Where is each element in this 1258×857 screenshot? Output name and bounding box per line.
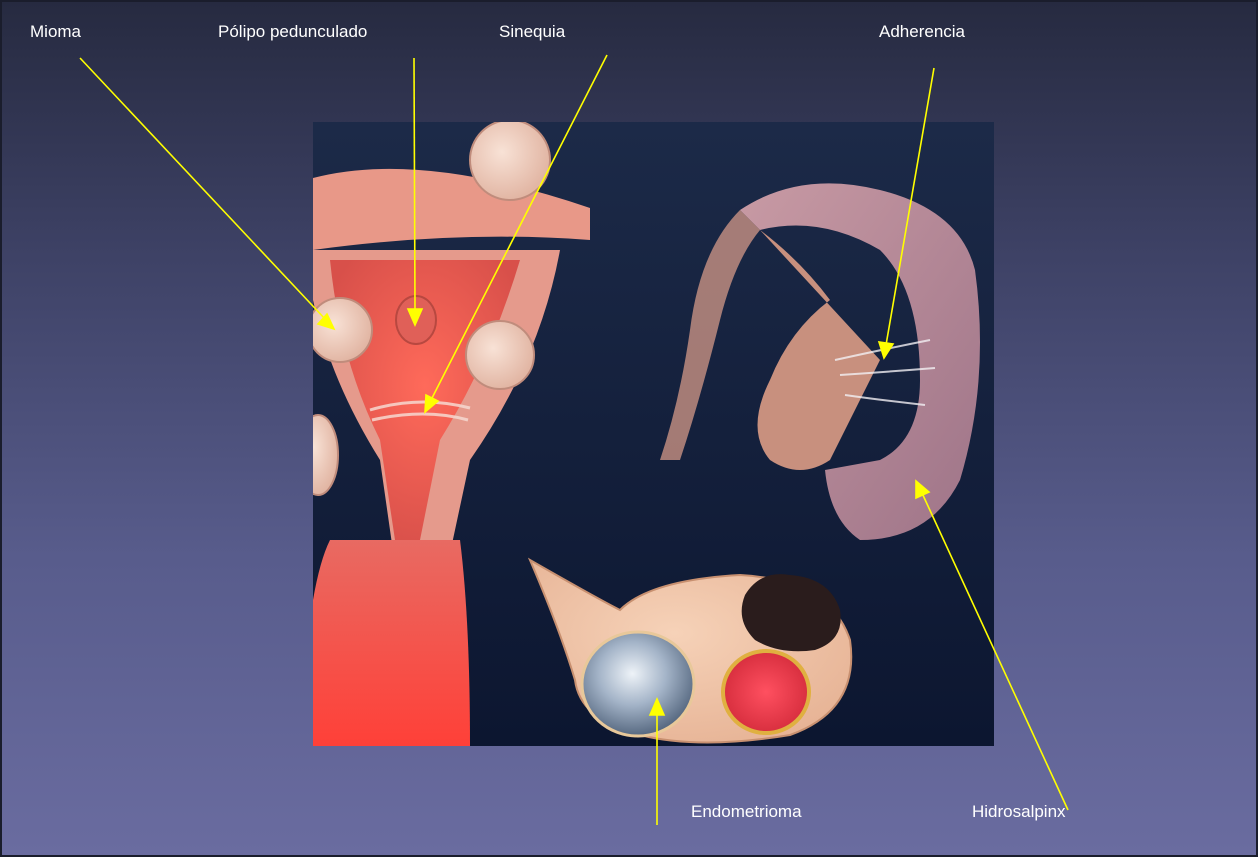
pointer-polipo: [414, 58, 415, 312]
endometrioma-cyst: [582, 632, 694, 736]
intramural-myoma-left: [308, 298, 372, 362]
corpus-luteum: [723, 651, 809, 733]
label-polipo-pedunculado: Pólipo pedunculado: [218, 22, 367, 42]
intramural-myoma-right: [466, 321, 534, 389]
subserosal-myoma: [470, 120, 550, 200]
intramural-myoma-lower: [298, 415, 338, 495]
label-sinequia: Sinequia: [499, 22, 565, 42]
label-mioma: Mioma: [30, 22, 81, 42]
label-hidrosalpinx: Hidrosalpinx: [972, 802, 1066, 822]
cervix: [313, 540, 470, 746]
label-adherencia: Adherencia: [879, 22, 965, 42]
label-endometrioma: Endometrioma: [691, 802, 802, 822]
pointer-mioma: [80, 58, 326, 320]
